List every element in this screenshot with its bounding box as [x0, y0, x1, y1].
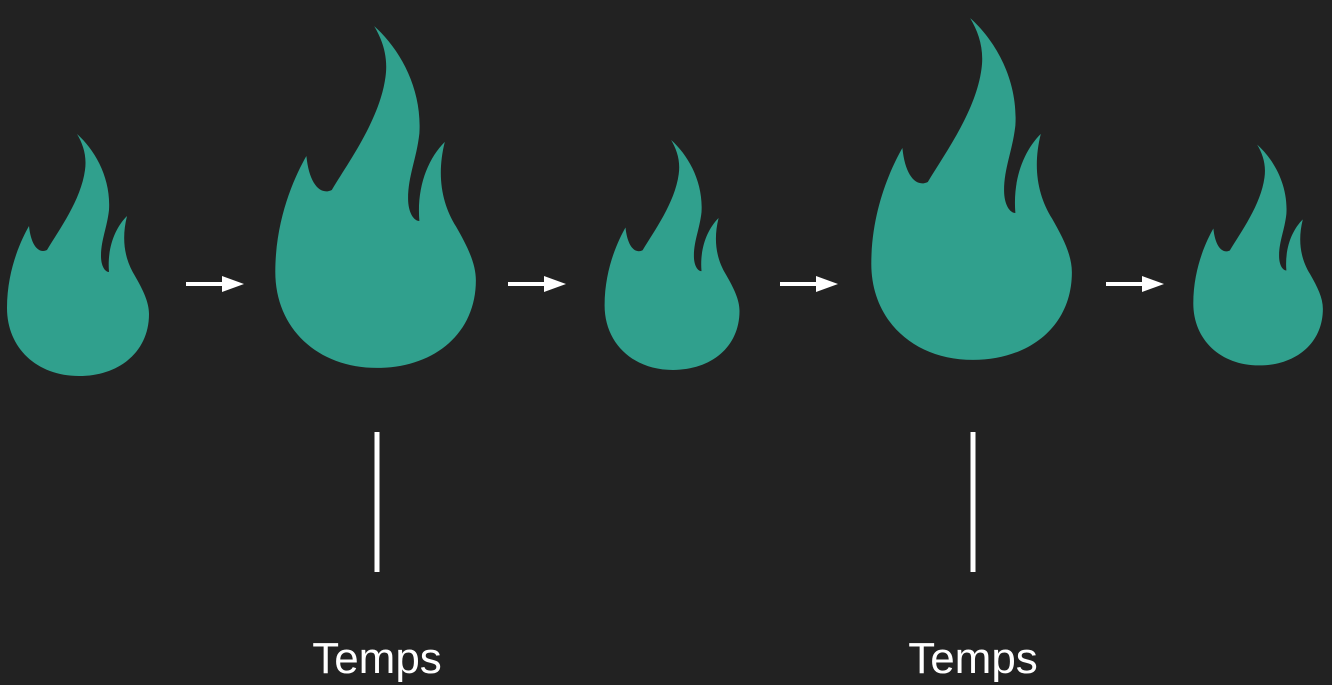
time-label: Temps: [908, 634, 1038, 683]
flame-icon: [7, 134, 149, 376]
arrow-right-icon: [508, 276, 566, 292]
vertical-line: [970, 432, 976, 572]
flame-icon: [275, 26, 476, 368]
flame-icon: [604, 140, 740, 370]
flame-icon: [1193, 144, 1323, 366]
arrow-right-icon: [1106, 276, 1164, 292]
time-label: Temps: [312, 634, 442, 683]
arrow-right-icon: [186, 276, 244, 292]
arrow-right-icon: [780, 276, 838, 292]
vertical-line: [374, 432, 380, 572]
flame-icon: [871, 18, 1072, 360]
